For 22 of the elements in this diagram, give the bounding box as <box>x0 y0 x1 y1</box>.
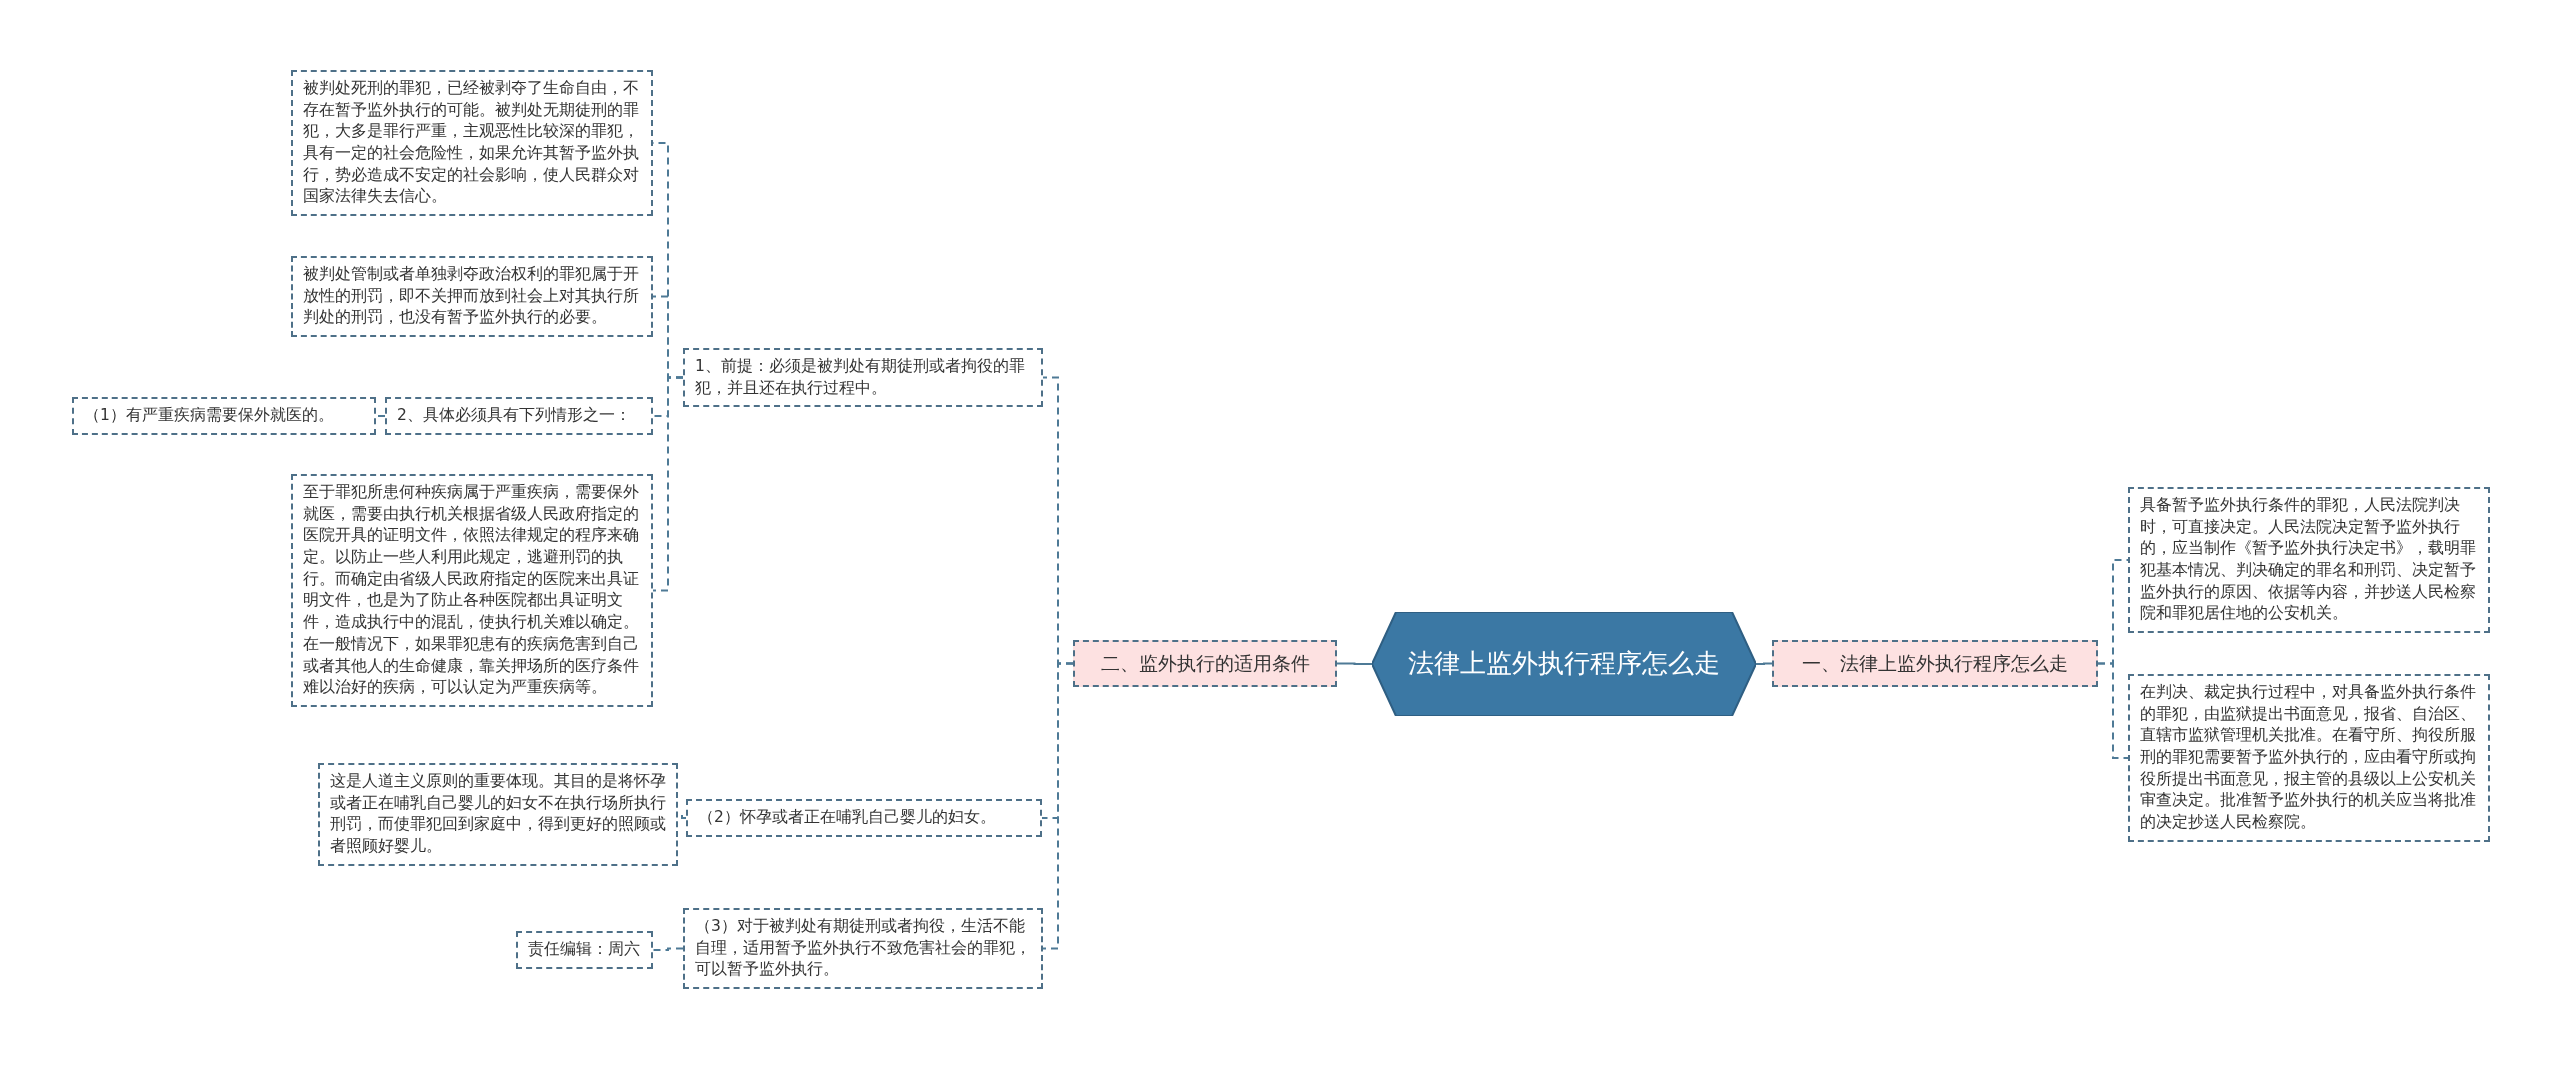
note-box: 在判决、裁定执行过程中，对具备监外执行条件的罪犯，由监狱提出书面意见，报省、自治区、直辖市监狱管理机关批准。在看守所、拘役所服刑的罪犯需要暂予监外执行的，应由看守所或拘役所提出书面意见，报主管的县级以上公安机关审查决定。批准暂予监外执行的机关应当将批准的决定抄送人民检察院。 <box>2128 674 2490 842</box>
note-box: （1）有严重疾病需要保外就医的。 <box>72 397 376 435</box>
note-box: 2、具体必须具有下列情形之一： <box>385 397 653 435</box>
connector-line <box>2097 662 2129 759</box>
note-box: 被判处死刑的罪犯，已经被剥夺了生命自由，不存在暂予监外执行的可能。被判处无期徒刑的罪犯，大多是罪行严重，主观恶性比较深的罪犯，具有一定的社会危险性，如果允许其暂予监外执行，势必造成不安定的社会影响，使人民群众对国家法律失去信心。 <box>291 70 653 217</box>
branch-topic-box: 二、监外执行的适用条件 <box>1073 640 1337 687</box>
note-box: 这是人道主义原则的重要体现。其目的是将怀孕或者正在哺乳自己婴儿的妇女不在执行场所执行刑罚，而使罪犯回到家庭中，得到更好的照顾或者照顾好婴儿。 <box>318 763 678 866</box>
note-box: 具备暂予监外执行条件的罪犯，人民法院判决时，可直接决定。人民法院决定暂予监外执行的，应当制作《暂予监外执行决定书》，载明罪犯基本情况、判决确定的罪名和刑罚、决定暂予监外执行的原因、依据等内容，并抄送人民检察院和罪犯居住地的公安机关。 <box>2128 487 2490 634</box>
connector-line <box>1755 662 1773 665</box>
note-box: 至于罪犯所患何种疾病属于严重疾病，需要保外就医，需要由执行机关根据省级人民政府指定的医院开具的证明文件，依照法律规定的程序来确定。以防止一些人利用此规定，逃避刑罚的执行。而确定由省级人民政府指定的医院来出具证明文件，也是为了防止各种医院都出具证明文件，造成执行中的混乱，使执行机关难以确定。在一般情况下，如果罪犯患有的疾病危害到自己或者其他人的生命健康，靠关押场所的医疗条件难以治好的疾病，可以认定为严重疾病等。 <box>291 474 653 707</box>
connector-line <box>652 947 684 951</box>
note-box: 责任编辑：周六 <box>516 931 653 969</box>
note-box: 1、前提：必须是被判处有期徒刑或者拘役的罪犯，并且还在执行过程中。 <box>683 348 1043 408</box>
connector-line <box>652 376 684 592</box>
note-box: （2）怀孕或者正在哺乳自己婴儿的妇女。 <box>686 799 1042 837</box>
note-box: （3）对于被判处有期徒刑或者拘役，生活不能自理，适用暂予监外执行不致危害社会的罪犯，可以暂予监外执行。 <box>683 908 1043 990</box>
central-topic-text: 法律上监外执行程序怎么走 <box>1408 647 1720 681</box>
connector-line <box>1336 662 1373 665</box>
connector-line <box>375 415 386 417</box>
note-box: 被判处管制或者单独剥夺政治权利的罪犯属于开放性的刑罚，即不关押而放到社会上对其执行所判处的刑罚，也没有暂予监外执行的必要。 <box>291 256 653 338</box>
connector-line <box>1042 662 1074 950</box>
branch-topic-box: 一、法律上监外执行程序怎么走 <box>1772 640 2098 687</box>
